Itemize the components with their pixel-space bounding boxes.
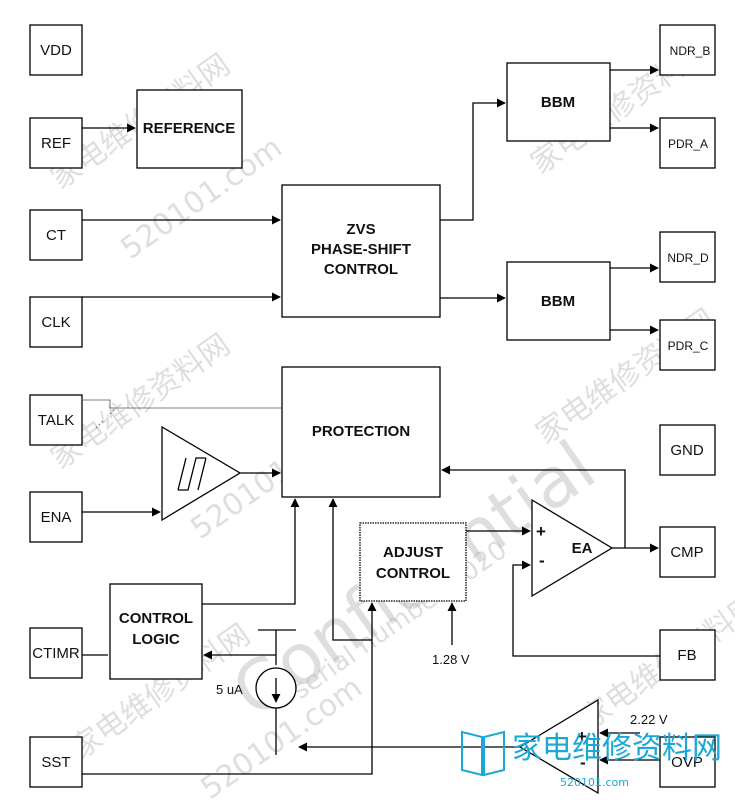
schmitt-trigger-buffer bbox=[161, 425, 242, 522]
pin-gnd-label: GND bbox=[670, 442, 704, 459]
ovp-comparator bbox=[518, 698, 599, 795]
pin-talk bbox=[29, 394, 83, 446]
wire-zvs-to-bbm-top bbox=[440, 98, 506, 221]
pin-ndr-b bbox=[659, 24, 716, 76]
zvs-label-line2: PHASE-SHIFT bbox=[311, 241, 411, 258]
pin-cmp bbox=[659, 526, 716, 578]
wire-adjust-to-protection bbox=[328, 498, 372, 641]
wire-fb-to-ea-minus bbox=[512, 560, 660, 657]
protection-label: PROTECTION bbox=[312, 423, 410, 440]
pin-ovp-label: OVP bbox=[671, 754, 703, 771]
wire-ea-to-protection bbox=[441, 465, 626, 548]
ovp-plus-sign: + bbox=[577, 727, 587, 746]
ovp-reference-voltage: 2.22 V bbox=[630, 712, 668, 727]
pin-ctimr bbox=[29, 627, 83, 679]
pin-fb bbox=[659, 629, 716, 681]
pin-ct-label: CT bbox=[46, 227, 66, 244]
adjust-control-block bbox=[359, 522, 467, 602]
current-source-label: 5 uA bbox=[216, 682, 243, 697]
pin-ovp bbox=[659, 736, 716, 788]
pin-clk bbox=[29, 296, 83, 348]
pin-pdr-c bbox=[659, 319, 716, 371]
pin-ndr-d bbox=[659, 231, 716, 283]
pin-vdd-label: VDD bbox=[40, 42, 72, 59]
control-logic-label-line2: LOGIC bbox=[132, 631, 180, 648]
pin-clk-label: CLK bbox=[41, 314, 70, 331]
logo-text: 家电维修资料网 bbox=[512, 731, 722, 766]
pin-sst-label: SST bbox=[41, 754, 70, 771]
wire-control-logic-to-protection bbox=[202, 498, 300, 605]
zvs-label-line3: CONTROL bbox=[324, 261, 398, 278]
ea-label: EA bbox=[572, 540, 593, 557]
reference-block bbox=[136, 89, 243, 169]
pin-ctimr-label: CTIMR bbox=[32, 645, 80, 662]
pin-ref-label: REF bbox=[41, 135, 71, 152]
reference-block-label: REFERENCE bbox=[143, 120, 236, 137]
bbm-bottom-label: BBM bbox=[541, 293, 575, 310]
pin-vdd bbox=[29, 24, 83, 76]
ea-plus-sign: + bbox=[536, 522, 546, 541]
pin-fb-label: FB bbox=[677, 647, 696, 664]
pin-pdr-a bbox=[659, 117, 716, 169]
ovp-minus-sign: - bbox=[580, 753, 586, 772]
adjust-control-label-line1: ADJUST bbox=[383, 544, 443, 561]
pin-ndr-d-label: NDR_D bbox=[667, 251, 709, 265]
bbm-top-label: BBM bbox=[541, 94, 575, 111]
pin-sst bbox=[29, 736, 83, 788]
pin-talk-label: TALK bbox=[38, 412, 74, 429]
pin-cmp-label: CMP bbox=[670, 544, 703, 561]
bbm-top-block bbox=[506, 62, 611, 142]
bbm-bottom-block bbox=[506, 261, 611, 341]
control-logic-label-line1: CONTROL bbox=[119, 610, 193, 627]
book-icon bbox=[461, 730, 505, 777]
zvs-phase-shift-control-block bbox=[281, 184, 441, 318]
error-amplifier bbox=[531, 498, 614, 598]
pin-ct bbox=[29, 209, 83, 261]
wire-talk-bracket bbox=[82, 399, 120, 409]
control-logic-block bbox=[109, 583, 203, 680]
site-logo: 家电维修资料网 520101.com bbox=[461, 730, 722, 789]
protection-block bbox=[281, 366, 441, 498]
ea-reference-voltage: 1.28 V bbox=[432, 652, 470, 667]
pin-ena bbox=[29, 491, 83, 543]
ea-minus-sign: - bbox=[539, 551, 545, 570]
pin-ena-label: ENA bbox=[41, 509, 72, 526]
wire-talk-dashed bbox=[95, 407, 117, 429]
adjust-control-label-line2: CONTROL bbox=[376, 565, 450, 582]
pin-ref bbox=[29, 117, 83, 169]
hysteresis-icon bbox=[177, 457, 207, 491]
logo-url: 520101.com bbox=[560, 776, 629, 789]
wire-sst-to-adjust bbox=[82, 602, 377, 775]
pin-ndr-b-label: NDR_B bbox=[670, 44, 711, 58]
pin-gnd bbox=[659, 424, 716, 476]
pin-pdr-c-label: PDR_C bbox=[668, 339, 709, 353]
zvs-label-line1: ZVS bbox=[346, 221, 375, 238]
pin-pdr-a-label: PDR_A bbox=[668, 137, 708, 151]
